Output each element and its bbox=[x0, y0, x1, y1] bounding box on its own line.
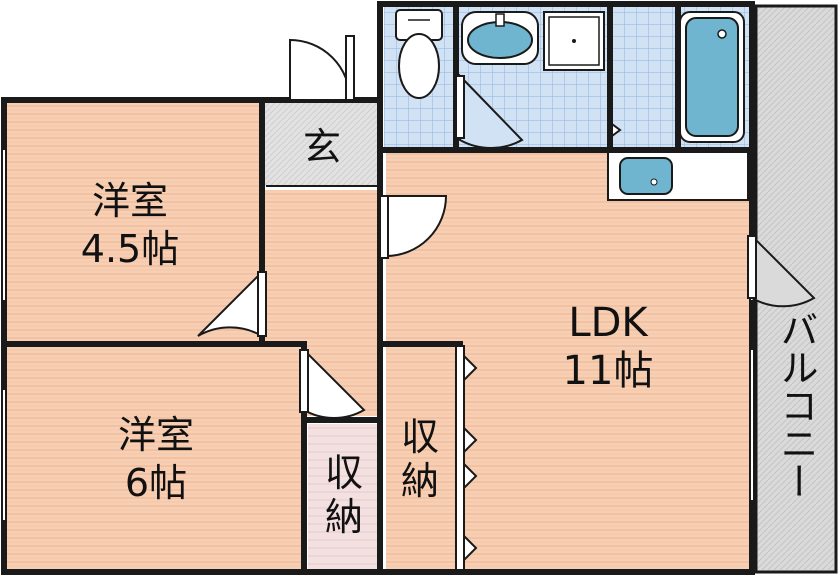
storage-1-label-top: 収 bbox=[325, 451, 363, 495]
storage-1-label-bottom: 納 bbox=[325, 495, 363, 539]
closet-door-markers bbox=[455, 122, 622, 571]
ldk-size: 11帖 bbox=[563, 348, 654, 394]
western-room-1-size: 4.5帖 bbox=[81, 227, 179, 271]
western-room-1 bbox=[6, 102, 262, 342]
kitchen-sink bbox=[619, 157, 673, 195]
western-room-2 bbox=[6, 346, 302, 572]
toilet-icon bbox=[398, 33, 440, 99]
storage-2-label-bottom: 納 bbox=[401, 459, 439, 503]
western-room-2-size: 6帖 bbox=[125, 461, 187, 505]
entrance-label: 玄 bbox=[303, 125, 341, 169]
doors bbox=[197, 35, 816, 420]
western-room-1-name: 洋室 bbox=[92, 179, 168, 223]
entrance-area bbox=[262, 102, 380, 186]
storage-1 bbox=[308, 424, 380, 572]
balcony-label: バルコニー bbox=[774, 310, 818, 500]
storage-2-label-top: 収 bbox=[401, 415, 439, 459]
western-room-2-name: 洋室 bbox=[118, 413, 194, 457]
ldk-room bbox=[386, 152, 750, 572]
hallway bbox=[262, 190, 380, 342]
ldk-name: LDK bbox=[568, 300, 649, 346]
washbasin-icon bbox=[467, 21, 533, 59]
